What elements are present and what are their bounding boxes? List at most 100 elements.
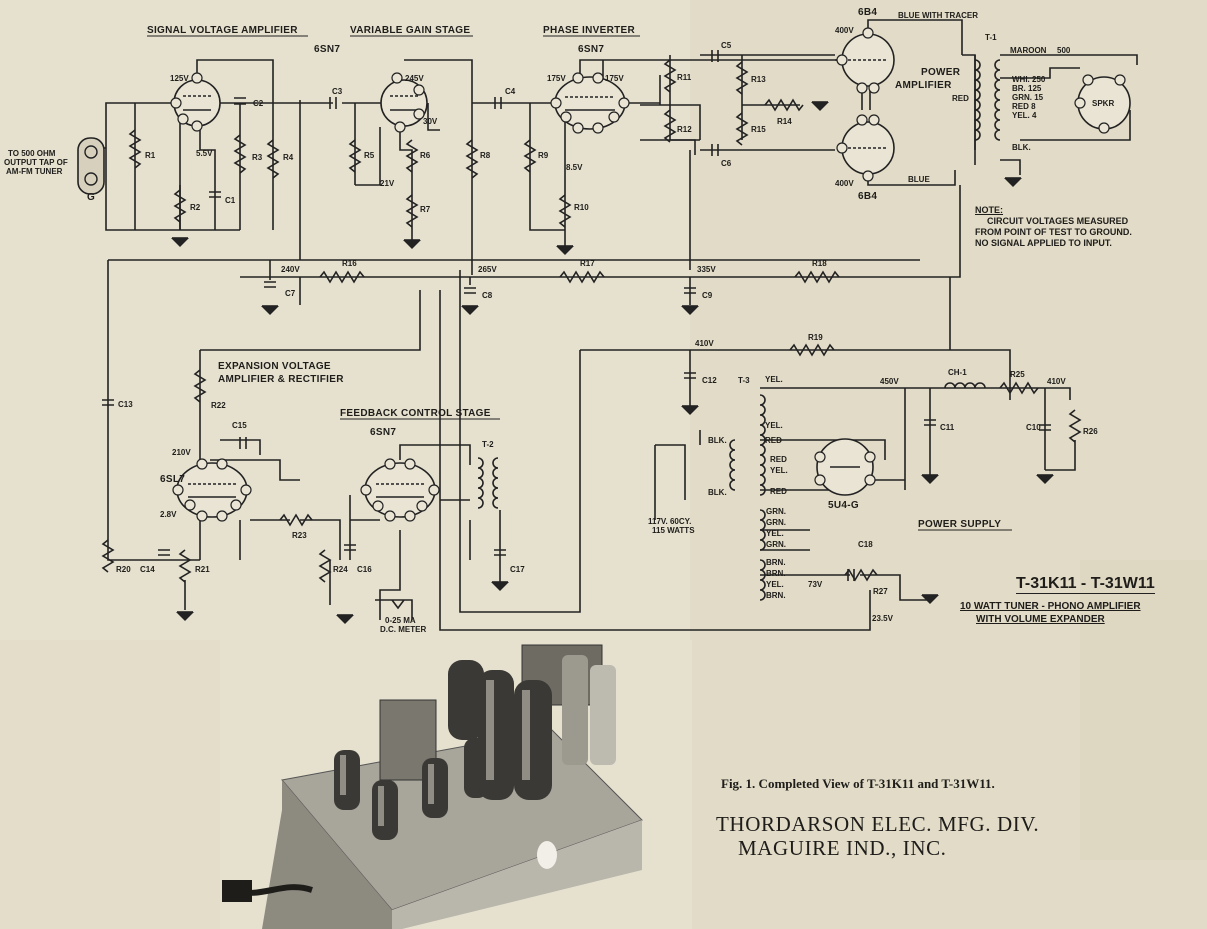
t1-lead-br: BR. 125	[1012, 84, 1042, 93]
meter-label-2: D.C. METER	[380, 625, 426, 634]
label-r14: R14	[777, 117, 792, 126]
manufacturer-line-2: MAGUIRE IND., INC.	[738, 836, 947, 860]
label-r1: R1	[145, 151, 156, 160]
description-line-1: 10 WATT TUNER - PHONO AMPLIFIER	[960, 601, 1141, 612]
label-r18: R18	[812, 259, 827, 268]
t3-lead-grn2: GRN.	[766, 518, 786, 527]
label-c16: C16	[357, 565, 372, 574]
voltage-21: 21V	[380, 179, 395, 188]
voltage-410a: 410V	[695, 339, 714, 348]
label-r16: R16	[342, 259, 357, 268]
resistors	[101, 59, 1082, 583]
tube-v7	[360, 458, 440, 522]
t1-lead-blk: BLK.	[1012, 143, 1031, 152]
t3-lead-red1: RED	[765, 436, 782, 445]
label-r6: R6	[420, 151, 431, 160]
label-r2: R2	[190, 203, 201, 212]
label-c5: C5	[721, 41, 732, 50]
label-r22: R22	[211, 401, 226, 410]
t1-lead-blue: BLUE	[908, 175, 930, 184]
tube-v5	[836, 114, 895, 182]
heading-power-supply: POWER SUPPLY	[918, 519, 1001, 530]
t3-lead-yel3: YEL.	[770, 466, 788, 475]
label-r15: R15	[751, 125, 766, 134]
note-line-2: FROM POINT OF TEST TO GROUND.	[975, 227, 1132, 237]
heading-feedback: FEEDBACK CONTROL STAGE	[340, 408, 491, 419]
voltage-410b: 410V	[1047, 377, 1066, 386]
label-r17: R17	[580, 259, 595, 268]
t3-lead-brn3: BRN.	[766, 591, 786, 600]
note-line-1: CIRCUIT VOLTAGES MEASURED	[987, 216, 1129, 226]
input-ground-label: G	[87, 192, 95, 203]
label-r10: R10	[574, 203, 589, 212]
tube-v3	[550, 72, 630, 134]
label-r11: R11	[677, 73, 692, 82]
voltage-265: 265V	[478, 265, 497, 274]
label-r7: R7	[420, 205, 431, 214]
label-r19: R19	[808, 333, 823, 342]
voltage-23-5: 23.5V	[872, 614, 894, 623]
label-r25: R25	[1010, 370, 1025, 379]
label-c17: C17	[510, 565, 525, 574]
heading-power-amp-2: AMPLIFIER	[895, 80, 952, 91]
t3-lead-grn1: GRN.	[766, 507, 786, 516]
t1-lead-tracer: BLUE WITH TRACER	[898, 11, 978, 20]
tube-v2	[380, 72, 428, 133]
label-c15: C15	[232, 421, 247, 430]
label-r20: R20	[116, 565, 131, 574]
amplifier-chassis-photo	[222, 640, 692, 929]
label-c11: C11	[940, 423, 955, 432]
input-label-1: TO 500 OHM	[8, 149, 56, 158]
input-jack	[77, 137, 105, 195]
label-c9: C9	[702, 291, 713, 300]
label-c14: C14	[140, 565, 155, 574]
schematic-wiring	[100, 19, 1138, 631]
label-r21: R21	[195, 565, 210, 574]
input-label-3: AM-FM TUNER	[6, 167, 63, 176]
heading-power-amp-1: POWER	[921, 67, 961, 78]
label-t2: T-2	[482, 440, 494, 449]
model-description: 10 WATT TUNER - PHONO AMPLIFIER WITH VOL…	[960, 600, 1141, 626]
mains-label-1: 117V. 60CY.	[648, 517, 691, 526]
voltage-8-5: 8.5V	[566, 163, 583, 172]
label-r23: R23	[292, 531, 307, 540]
tube-label-v3: 6SN7	[578, 44, 604, 55]
voltage-30: 30V	[423, 117, 438, 126]
label-t1: T-1	[985, 33, 997, 42]
label-ch1: CH-1	[948, 368, 967, 377]
meter-symbol	[375, 599, 413, 620]
label-c8: C8	[482, 291, 493, 300]
label-r5: R5	[364, 151, 375, 160]
label-r9: R9	[538, 151, 549, 160]
t3-lead-blk2: BLK.	[708, 488, 727, 497]
t3-lead-yel2: YEL.	[765, 421, 783, 430]
t3-lead-yel4: YEL.	[766, 529, 784, 538]
label-r27: R27	[873, 587, 888, 596]
tube-label-v8: 5U4-G	[828, 500, 859, 511]
t3-lead-red3: RED	[770, 487, 787, 496]
t1-lead-yel: YEL. 4	[1012, 111, 1037, 120]
label-r8: R8	[480, 151, 491, 160]
voltage-400a: 400V	[835, 26, 854, 35]
heading-phase-inverter: PHASE INVERTER	[543, 25, 635, 36]
input-label-2: OUTPUT TAP OF	[4, 158, 68, 167]
t3-lead-brn2: BRN.	[766, 569, 786, 578]
bleed-through-block	[0, 640, 220, 929]
note-title: NOTE:	[975, 205, 1003, 215]
voltage-175a: 175V	[547, 74, 566, 83]
t3-lead-red2: RED	[770, 455, 787, 464]
voltage-450: 450V	[880, 377, 899, 386]
t1-lead-maroon: MAROON	[1010, 46, 1047, 55]
tube-v4	[836, 27, 895, 94]
tube-v1	[170, 72, 221, 132]
heading-signal-amp: SIGNAL VOLTAGE AMPLIFIER	[147, 25, 298, 36]
label-c3: C3	[332, 87, 343, 96]
tube-v8	[814, 438, 876, 496]
label-c2: C2	[253, 99, 264, 108]
speaker-socket	[1074, 74, 1131, 134]
tube-label-v4: 6B4	[858, 7, 877, 18]
t3-lead-brn1: BRN.	[766, 558, 786, 567]
capacitors	[102, 50, 1051, 581]
